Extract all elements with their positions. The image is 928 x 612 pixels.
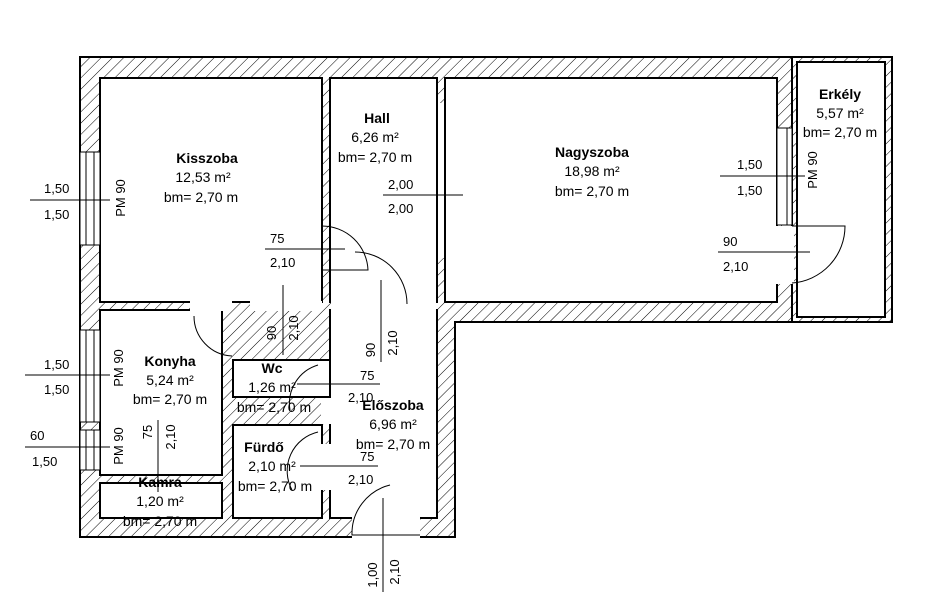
entrance-door-width: 1,00 — [365, 562, 380, 587]
svg-text:bm= 2,70 m: bm= 2,70 m — [238, 478, 312, 494]
balcony-door-gap — [776, 226, 794, 284]
kamra-door-height: 2,10 — [163, 424, 178, 449]
hall-opening-width: 2,00 — [388, 177, 413, 192]
balcony-door-height: 2,10 — [723, 259, 748, 274]
kisszoba-door-gap — [250, 301, 322, 311]
hall-eloszoba-opening — [331, 300, 436, 312]
furdo-door-gap — [321, 444, 332, 490]
nagyszoba-window-width: 1,50 — [737, 157, 762, 172]
kamra-door-width: 75 — [140, 425, 155, 439]
svg-text:bm= 2,70 m: bm= 2,70 m — [803, 124, 877, 140]
room-kisszoba — [99, 77, 323, 303]
svg-text:6,96 m²: 6,96 m² — [369, 416, 417, 432]
label-furdo: Fürdő 2,10 m² bm= 2,70 m — [238, 439, 312, 494]
svg-text:bm= 2,70 m: bm= 2,70 m — [133, 391, 207, 407]
wc-door-height: 2,10 — [348, 390, 373, 405]
hall-nagyszoba-opening — [438, 103, 444, 258]
label-konyha: Konyha 5,24 m² bm= 2,70 m — [133, 353, 207, 407]
svg-text:Kamra: Kamra — [138, 474, 182, 490]
svg-text:bm= 2,70 m: bm= 2,70 m — [123, 513, 197, 529]
konyha-window-sill: PM 90 — [111, 349, 126, 387]
kamra-window-width: 60 — [30, 428, 44, 443]
konyha-window-width: 1,50 — [44, 357, 69, 372]
kisszoba-door-width: 75 — [270, 231, 284, 246]
svg-text:bm= 2,70 m: bm= 2,70 m — [555, 183, 629, 199]
konyha-window-height: 1,50 — [44, 382, 69, 397]
svg-text:Erkély: Erkély — [819, 86, 861, 102]
balcony-door-width: 90 — [723, 234, 737, 249]
svg-text:bm= 2,70 m: bm= 2,70 m — [338, 149, 412, 165]
entrance-door-gap — [352, 516, 420, 539]
svg-text:1,26 m²: 1,26 m² — [248, 379, 296, 395]
label-wc: Wc 1,26 m² bm= 2,70 m — [237, 360, 311, 415]
kamra-window-sill: PM 90 — [111, 427, 126, 465]
svg-text:12,53 m²: 12,53 m² — [175, 169, 231, 185]
label-eloszoba: Előszoba 6,96 m² bm= 2,70 m — [356, 397, 430, 452]
konyha-door-gap — [190, 301, 232, 311]
svg-text:Nagyszoba: Nagyszoba — [555, 144, 629, 160]
room-konyha — [99, 309, 223, 476]
nagyszoba-window-height: 1,50 — [737, 183, 762, 198]
dimension-labels: 1,50 1,50 PM 90 1,50 1,50 PM 90 60 1,50 … — [30, 151, 820, 587]
room-furdo — [232, 424, 323, 519]
svg-text:bm= 2,70 m: bm= 2,70 m — [356, 436, 430, 452]
wc-door-gap — [321, 398, 332, 424]
label-hall: Hall 6,26 m² bm= 2,70 m — [338, 110, 412, 165]
svg-text:Előszoba: Előszoba — [362, 397, 424, 413]
room-erkely — [796, 61, 886, 318]
room-kamra — [99, 482, 223, 519]
svg-text:bm= 2,70 m: bm= 2,70 m — [164, 189, 238, 205]
entrance-door-height: 2,10 — [387, 559, 402, 584]
svg-text:18,98 m²: 18,98 m² — [564, 163, 620, 179]
kamra-window-height: 1,50 — [32, 454, 57, 469]
kisszoba-window — [79, 151, 101, 246]
label-kisszoba: Kisszoba 12,53 m² bm= 2,70 m — [164, 150, 238, 205]
furdo-door-width: 75 — [360, 449, 374, 464]
kisszoba-window-width: 1,50 — [44, 181, 69, 196]
svg-text:6,26 m²: 6,26 m² — [351, 129, 399, 145]
room-hall — [329, 77, 438, 303]
svg-text:Fürdő: Fürdő — [244, 439, 284, 455]
kisszoba-door-height: 2,10 — [270, 255, 295, 270]
label-erkely: Erkély 5,57 m² bm= 2,70 m — [803, 86, 877, 140]
konyha-door-height: 2,10 — [286, 315, 301, 340]
kisszoba-window-height: 1,50 — [44, 207, 69, 222]
kamra-window — [79, 429, 101, 471]
svg-text:1,20 m²: 1,20 m² — [136, 493, 184, 509]
konyha-window — [79, 329, 101, 423]
hall-opening-height: 2,00 — [388, 201, 413, 216]
svg-text:bm= 2,70 m: bm= 2,70 m — [237, 399, 311, 415]
svg-text:2,10 m²: 2,10 m² — [248, 458, 296, 474]
svg-text:Hall: Hall — [364, 110, 390, 126]
konyha-door-width: 90 — [264, 326, 279, 340]
door-swings — [193, 225, 846, 536]
room-nagyszoba — [444, 77, 778, 303]
svg-text:Wc: Wc — [262, 360, 283, 376]
svg-text:5,57 m²: 5,57 m² — [816, 105, 864, 121]
dimension-lines — [25, 175, 810, 592]
svg-text:Kisszoba: Kisszoba — [176, 150, 238, 166]
room-eloszoba — [329, 309, 438, 519]
wc-door-width: 75 — [360, 368, 374, 383]
label-kamra: Kamra 1,20 m² bm= 2,70 m — [123, 474, 197, 529]
svg-text:Konyha: Konyha — [144, 353, 196, 369]
hall-door-width: 90 — [363, 343, 378, 357]
furdo-door-height: 2,10 — [348, 472, 373, 487]
label-nagyszoba: Nagyszoba 18,98 m² bm= 2,70 m — [555, 144, 629, 199]
kisszoba-window-sill: PM 90 — [113, 179, 128, 217]
hall-door-height: 2,10 — [385, 330, 400, 355]
svg-text:5,24 m²: 5,24 m² — [146, 372, 194, 388]
nagyszoba-window-sill: PM 90 — [805, 151, 820, 189]
